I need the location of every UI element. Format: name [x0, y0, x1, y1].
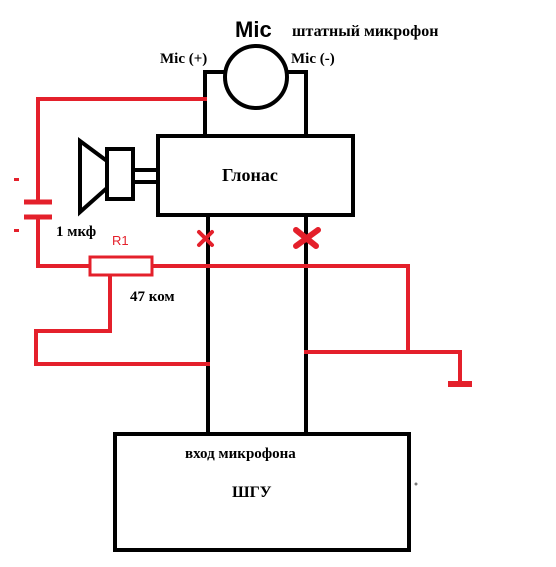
- mic-title: Mic: [235, 17, 272, 42]
- red-wires: [34, 97, 462, 384]
- hu-input-label: вход микрофона: [185, 446, 296, 462]
- mic-minus-label: Mic (-): [291, 51, 335, 67]
- resistor-value-label: 47 ком: [130, 289, 175, 305]
- red-wire-ground: [304, 350, 462, 384]
- cross-mark-icon: [293, 227, 321, 249]
- glonass-label: Глонас: [222, 165, 278, 185]
- microphone-icon: [223, 44, 289, 110]
- glonass-box: [156, 134, 355, 217]
- mic-plus-label: Mic (+): [160, 51, 207, 67]
- mic-plus-wire: [203, 70, 226, 138]
- capacitor-tick-marks: [14, 178, 19, 232]
- black-wires: [134, 70, 308, 434]
- red-wire-r1-to-ground: [150, 264, 410, 352]
- red-wire-mic-plus: [36, 97, 207, 202]
- head-unit-box: [113, 432, 411, 552]
- hu-name-label: ШГУ: [232, 484, 272, 501]
- resistor-r1: [88, 255, 154, 277]
- red-wire-r1-to-hu: [34, 274, 210, 366]
- red-wire-cap-to-r1: [36, 217, 92, 268]
- mic-minus-wire: [288, 70, 308, 138]
- resistor-id-label: R1: [112, 233, 129, 248]
- stray-dot: [414, 482, 418, 486]
- mic-caption: штатный микрофон: [292, 23, 438, 40]
- cross-mark-icon: [197, 230, 214, 247]
- capacitor-symbol: [24, 199, 52, 220]
- capacitor-label: 1 мкф: [56, 224, 96, 240]
- speaker-icon: [78, 137, 135, 217]
